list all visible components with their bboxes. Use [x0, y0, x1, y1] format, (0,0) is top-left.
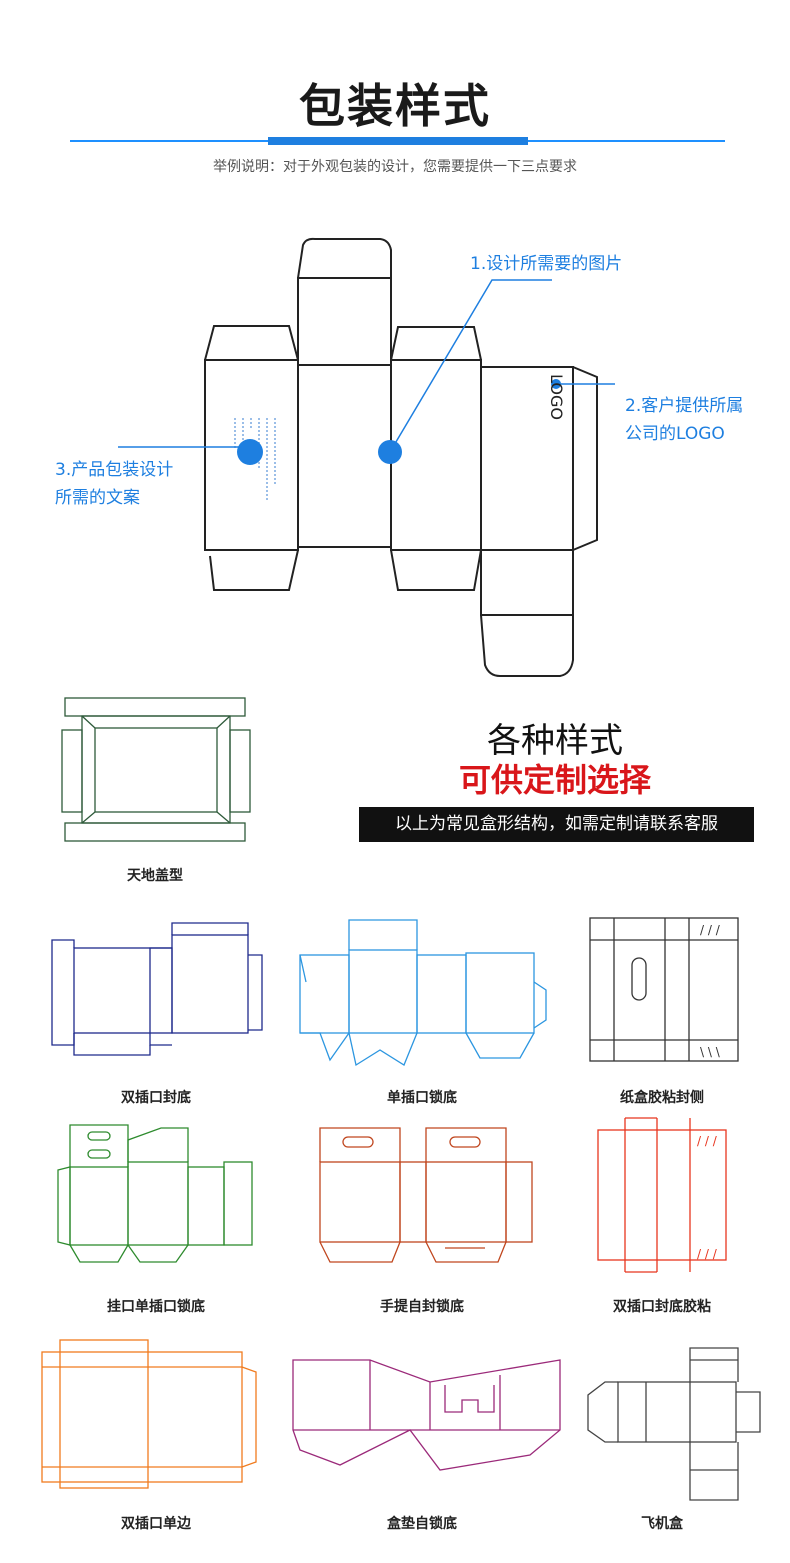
svg-text:/ / /: / / /: [697, 1247, 718, 1261]
logo-placeholder: LOGO: [547, 374, 566, 420]
callout-images: 1.设计所需要的图片: [470, 254, 623, 274]
callout-dot-3: [237, 439, 263, 465]
panel-right: [390, 359, 482, 551]
page-subtitle: 举例说明：对于外观包装的设计，您需要提供一下三点要求: [213, 159, 577, 175]
panel-front: [297, 364, 392, 548]
box-hang-tab-dieline: [57, 1124, 253, 1263]
box-single-tuck-lock-dieline: [299, 919, 547, 1067]
style-caption: 挂口单插口锁底: [107, 1299, 205, 1315]
title-divider-accent: [268, 137, 528, 145]
style-caption: 双插口单边: [121, 1516, 191, 1532]
contact-banner: 以上为常见盒形结构，如需定制请联系客服: [359, 807, 754, 842]
box-handle-lock-dieline: [319, 1127, 533, 1263]
promo-subheading: 可供定制选择: [458, 761, 651, 799]
box-double-tuck-single-edge-dieline: [41, 1339, 257, 1489]
style-caption: 飞机盒: [641, 1516, 683, 1532]
svg-text:/ / /: / / /: [700, 923, 721, 937]
svg-text:/ / /: / / /: [697, 1134, 718, 1148]
box-glue-side-dieline: / / / \ \ \: [589, 917, 739, 1062]
style-caption: 盒垫自锁底: [387, 1516, 457, 1532]
callout-copy-line2: 所需的文案: [55, 488, 140, 508]
box-double-tuck-dieline: [51, 922, 263, 1056]
style-caption: 手提自封锁底: [380, 1299, 464, 1315]
page-title: 包装样式: [299, 79, 491, 133]
style-caption: 天地盖型: [127, 868, 183, 884]
callout-copy-line1: 3.产品包装设计: [55, 460, 174, 480]
box-mailer-dieline: [587, 1347, 761, 1501]
callout-logo-line2: 公司的LOGO: [625, 424, 725, 444]
callout-dot-2: [551, 379, 561, 389]
callout-logo-line1: 2.客户提供所属: [625, 396, 744, 416]
style-caption: 单插口锁底: [387, 1090, 457, 1106]
callout-dot-1: [378, 440, 402, 464]
box-lid-base-dieline: [61, 697, 251, 842]
promo-heading: 各种样式: [487, 721, 623, 761]
box-double-tuck-glue-dieline: / / / / / /: [597, 1117, 727, 1273]
style-caption: 双插口封底胶粘: [613, 1299, 711, 1315]
style-caption: 纸盒胶粘封侧: [620, 1090, 704, 1106]
box-tray-lock-dieline: [292, 1359, 561, 1471]
svg-text:\ \ \: \ \ \: [700, 1045, 721, 1059]
style-caption: 双插口封底: [121, 1090, 191, 1106]
